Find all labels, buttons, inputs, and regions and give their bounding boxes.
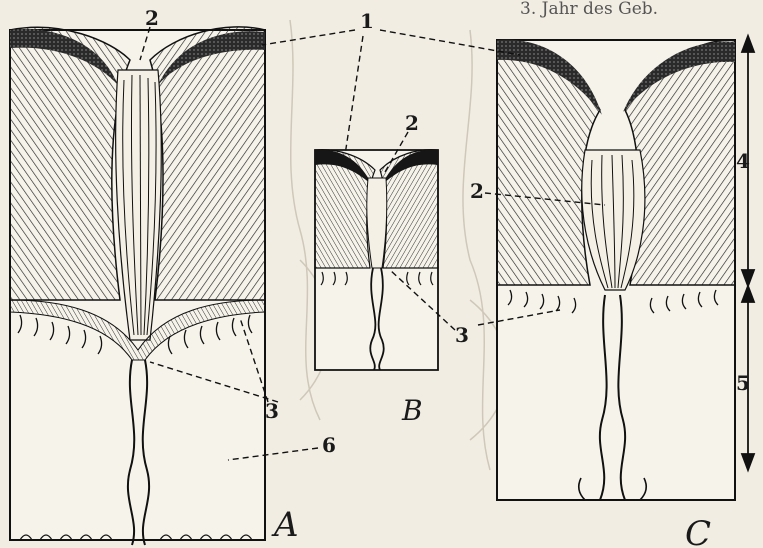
header-text: 3. Jahr des Geb. <box>520 0 658 19</box>
label-5: 5 <box>736 371 750 395</box>
figure-letter-c: C <box>685 514 711 548</box>
label-6: 6 <box>322 433 336 457</box>
label-2-figure-a: 2 <box>145 6 159 30</box>
figure-a-drawing <box>10 27 265 545</box>
figure-letter-a: A <box>271 505 299 545</box>
label-2-figure-c: 2 <box>470 179 484 203</box>
label-1: 1 <box>360 9 374 33</box>
label-3-figure-b-c: 3 <box>455 323 469 347</box>
figure-letter-b: B <box>401 394 423 427</box>
label-3-figure-a: 3 <box>265 399 279 423</box>
label-2-figure-b: 2 <box>405 111 419 135</box>
dimension-arrows <box>742 36 754 470</box>
figure-c-drawing <box>497 40 735 500</box>
label-4: 4 <box>736 149 750 173</box>
figure-b-drawing <box>315 150 438 370</box>
